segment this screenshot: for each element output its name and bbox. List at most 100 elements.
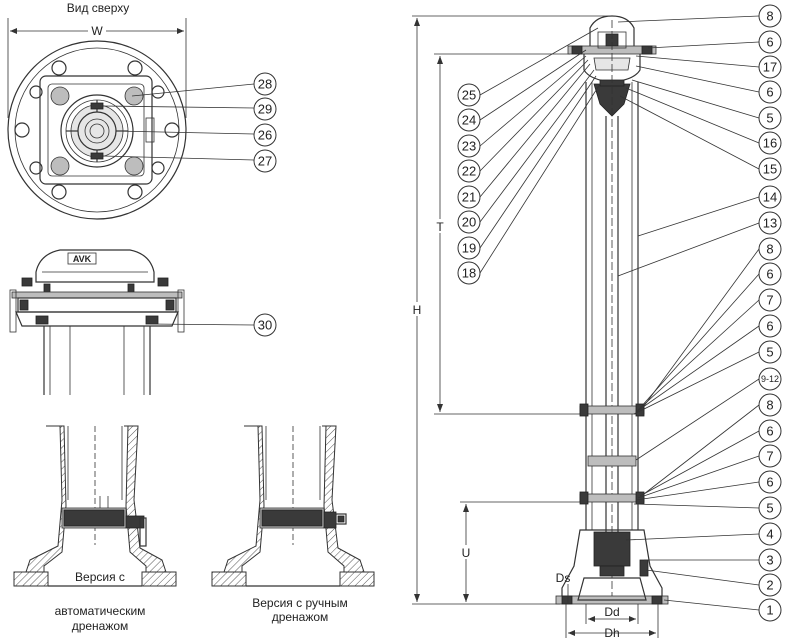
svg-text:26: 26 — [258, 128, 272, 143]
manual-drain-caption-2: дренажом — [272, 610, 329, 624]
left-leaders — [479, 27, 601, 274]
top-view: Вид сверху W — [7, 1, 277, 220]
avk-logo: AVK — [73, 254, 92, 264]
svg-text:13: 13 — [763, 216, 777, 231]
svg-text:4: 4 — [766, 527, 773, 542]
svg-text:6: 6 — [766, 475, 773, 490]
right-leaders — [617, 15, 760, 611]
callout-r-13: 13 — [758, 211, 782, 235]
main-view: H T U — [410, 4, 782, 640]
top-view-title: Вид сверху — [67, 1, 130, 15]
callout-l-23: 23 — [457, 134, 481, 158]
svg-text:8: 8 — [766, 242, 773, 257]
svg-text:7: 7 — [766, 293, 773, 308]
callout-28: 28 — [253, 72, 277, 96]
callout-r-6c: 6 — [758, 262, 782, 286]
callout-l-19: 19 — [457, 236, 481, 260]
svg-text:17: 17 — [763, 60, 777, 75]
callout-r-4: 4 — [758, 522, 782, 546]
svg-text:Ds: Ds — [556, 571, 571, 585]
auto-drain-caption-2: автоматическим — [55, 604, 146, 618]
auto-drain-version: Версия с автоматическим дренажом — [13, 425, 177, 633]
svg-text:T: T — [436, 220, 444, 234]
callout-r-6b: 6 — [758, 80, 782, 104]
auto-drain-caption-1: Версия с — [75, 570, 125, 584]
callout-r-6d: 6 — [758, 314, 782, 338]
svg-text:5: 5 — [766, 111, 773, 126]
width-label: W — [91, 24, 103, 38]
svg-text:18: 18 — [462, 266, 476, 281]
svg-text:29: 29 — [258, 102, 272, 117]
svg-text:21: 21 — [462, 190, 476, 205]
svg-text:1: 1 — [766, 603, 773, 618]
callout-r-1: 1 — [758, 598, 782, 622]
callout-r-6e: 6 — [758, 419, 782, 443]
callout-r-8b: 8 — [758, 237, 782, 261]
callout-r-15: 15 — [758, 157, 782, 181]
svg-text:6: 6 — [766, 267, 773, 282]
callout-r-6f: 6 — [758, 470, 782, 494]
auto-drain-caption-3: дренажом — [72, 619, 129, 633]
callout-r-3: 3 — [758, 548, 782, 572]
callout-30: 30 — [253, 313, 277, 337]
callout-l-21: 21 — [457, 185, 481, 209]
side-view: AVK 30 — [9, 249, 277, 395]
callout-27: 27 — [253, 149, 277, 173]
svg-text:16: 16 — [763, 136, 777, 151]
manual-drain-caption-1: Версия с ручным — [252, 596, 348, 610]
callout-r-17: 17 — [758, 55, 782, 79]
callout-29: 29 — [253, 97, 277, 121]
svg-text:20: 20 — [462, 215, 476, 230]
svg-text:14: 14 — [763, 190, 777, 205]
svg-text:2: 2 — [766, 578, 773, 593]
dimension-Dd: Dd — [585, 604, 639, 624]
svg-text:7: 7 — [766, 449, 773, 464]
callout-r-8a: 8 — [758, 4, 782, 28]
svg-text:9-12: 9-12 — [761, 374, 779, 384]
callout-l-18: 18 — [457, 261, 481, 285]
callout-r-5a: 5 — [758, 106, 782, 130]
dimension-Dh: Dh — [565, 604, 659, 640]
svg-text:5: 5 — [766, 501, 773, 516]
svg-text:6: 6 — [766, 85, 773, 100]
svg-text:15: 15 — [763, 162, 777, 177]
callout-r-6a: 6 — [758, 30, 782, 54]
svg-text:6: 6 — [766, 424, 773, 439]
svg-text:5: 5 — [766, 345, 773, 360]
callout-l-20: 20 — [457, 210, 481, 234]
dimension-H: H — [410, 15, 612, 605]
flange-outline — [7, 40, 187, 220]
svg-text:23: 23 — [462, 139, 476, 154]
svg-text:27: 27 — [258, 154, 272, 169]
svg-text:6: 6 — [766, 35, 773, 50]
callout-r-7a: 7 — [758, 288, 782, 312]
bolt-holes — [14, 60, 180, 200]
callout-l-24: 24 — [457, 108, 481, 132]
dimension-U: U — [459, 501, 584, 602]
svg-text:8: 8 — [766, 398, 773, 413]
width-dimension: W — [7, 18, 187, 118]
svg-text:30: 30 — [258, 318, 272, 333]
callout-r-7b: 7 — [758, 444, 782, 468]
svg-text:24: 24 — [462, 113, 476, 128]
callout-l-22: 22 — [457, 159, 481, 183]
callout-r-5b: 5 — [758, 340, 782, 364]
svg-text:3: 3 — [766, 553, 773, 568]
callout-r-8c: 8 — [758, 393, 782, 417]
callout-r-16: 16 — [758, 131, 782, 155]
callout-r-2: 2 — [758, 573, 782, 597]
svg-text:Dd: Dd — [604, 605, 619, 619]
svg-text:22: 22 — [462, 164, 476, 179]
svg-text:Dh: Dh — [604, 626, 619, 640]
svg-text:19: 19 — [462, 241, 476, 256]
svg-text:25: 25 — [462, 88, 476, 103]
right-callouts: 8 6 17 6 5 16 15 14 13 8 6 7 6 5 9-12 8 … — [758, 4, 782, 622]
svg-text:H: H — [413, 303, 422, 317]
callout-r-5c: 5 — [758, 496, 782, 520]
dimension-Ds: Ds — [556, 571, 571, 604]
dimension-T: T — [433, 53, 582, 415]
svg-text:6: 6 — [766, 319, 773, 334]
svg-text:U: U — [462, 546, 471, 560]
svg-text:28: 28 — [258, 77, 272, 92]
